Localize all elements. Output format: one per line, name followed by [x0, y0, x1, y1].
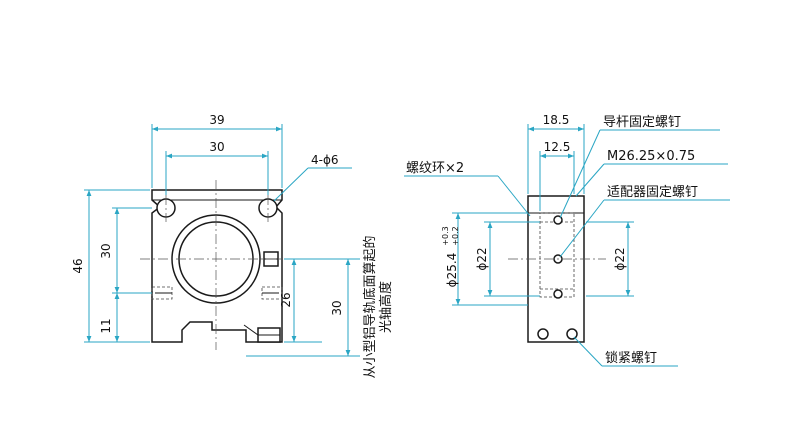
dim-bore-dia: ϕ25.4: [445, 253, 459, 288]
dim-hole-spacing-x: 30: [209, 140, 224, 154]
label-thread-spec: M26.25×0.75: [607, 149, 695, 164]
dim-axis-height: 30: [330, 300, 344, 315]
dim-hole-spacing-y: 30: [99, 243, 113, 258]
label-thread-ring: 螺纹环×2: [406, 161, 464, 176]
front-view: 39 30 4-ϕ6 46 30 11 26 30 从小型铝: [71, 113, 394, 379]
dim-bore-tol-upper: +0.3: [441, 226, 450, 245]
dim-bore-tol-lower: +0.2: [451, 226, 460, 245]
side-lock-screw-right: [566, 328, 578, 340]
side-screw-lower: [553, 289, 563, 299]
dim-holes-label: 4-ϕ6: [311, 153, 339, 167]
dim-inner-dia-right: ϕ22: [613, 247, 627, 270]
note-axis-height-line2: 光轴高度: [378, 281, 394, 333]
note-axis-height-line1: 从小型铝导轨底面算起的: [362, 235, 378, 378]
dim-depth-overall: 18.5: [543, 113, 570, 127]
dim-bottom-offset: 11: [99, 318, 113, 333]
label-guide-screw: 导杆固定螺钉: [603, 115, 681, 130]
dim-width-overall: 39: [209, 113, 224, 127]
label-lock-screw: 锁紧螺钉: [605, 350, 657, 366]
dim-inner-depth: 12.5: [544, 140, 571, 154]
dim-inner-dia-left: ϕ22: [475, 247, 489, 270]
side-lock-screw-left: [537, 328, 549, 340]
dim-center-height: 26: [279, 292, 293, 307]
side-view: 18.5 12.5 ϕ25.4 +0.3 +0.2 ϕ22 ϕ22 导杆固定螺钉…: [404, 113, 730, 367]
label-adapter-screw: 适配器固定螺钉: [607, 185, 698, 200]
dim-height-overall: 46: [71, 258, 85, 273]
